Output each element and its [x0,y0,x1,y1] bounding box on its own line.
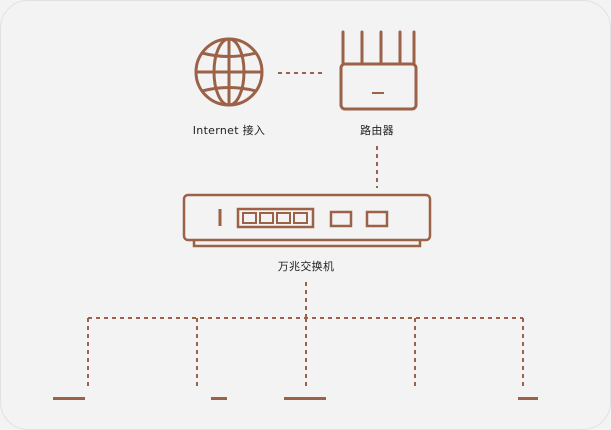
device-1 [53,397,85,400]
switch-label: 万兆交换机 [277,260,335,273]
bottom-devices [53,397,538,400]
device-4 [518,397,538,400]
router-icon [339,30,418,111]
switch-distribution-lines [87,282,524,388]
internet-label: Internet 接入 [192,124,266,137]
diagram-svg [53,30,538,400]
router-label: 路由器 [360,124,394,137]
device-3 [284,397,326,400]
device-2 [211,397,227,400]
globe-icon [194,37,264,107]
switch-icon [182,193,432,248]
